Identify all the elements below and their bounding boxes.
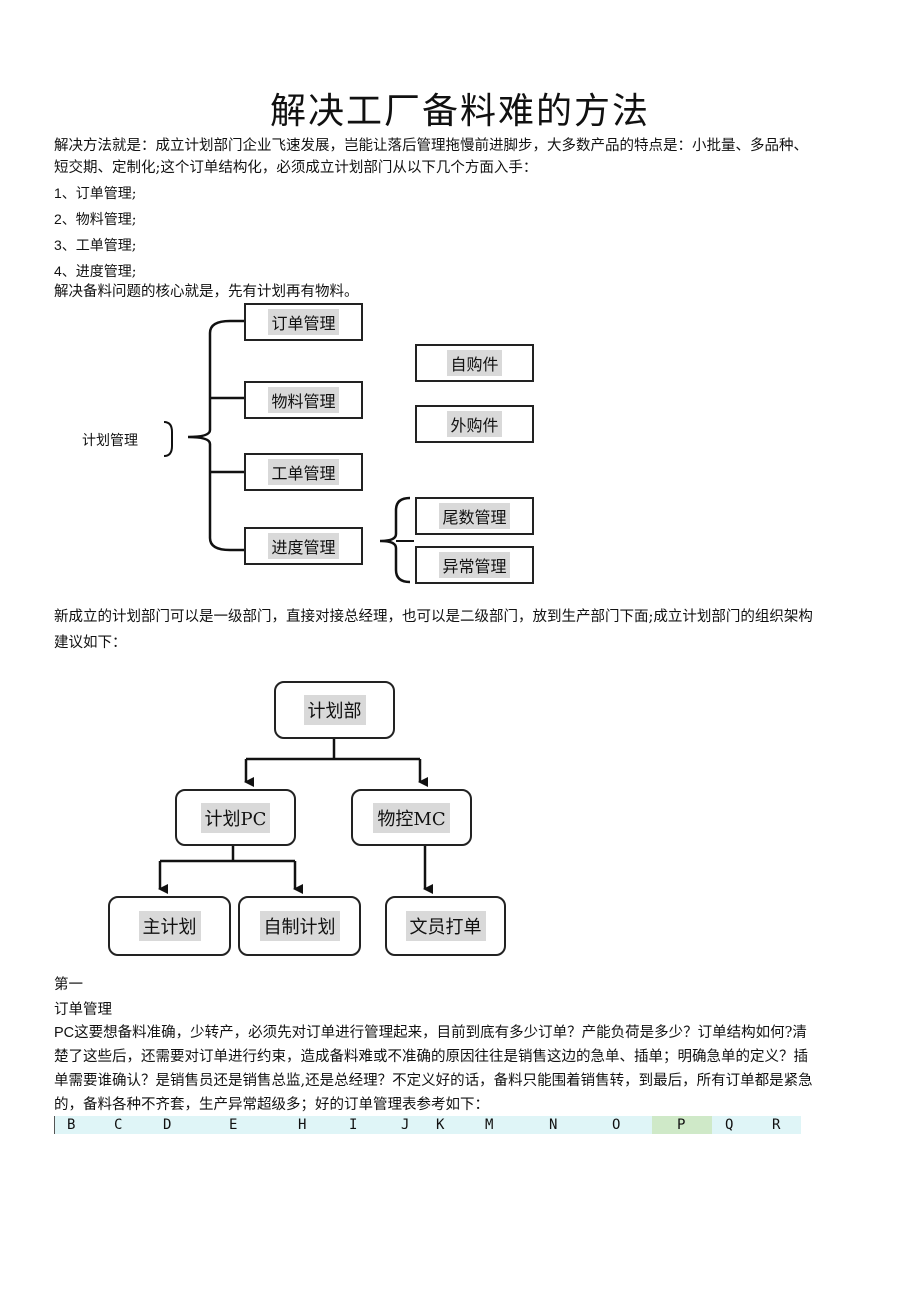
- table-col-header: C: [114, 1117, 123, 1133]
- list-item: 3、工单管理;: [54, 237, 137, 254]
- table-col-header: N: [549, 1117, 558, 1133]
- body-line-4: 的，备料各种不齐套，生产异常超级多；好的订单管理表参考如下：: [54, 1097, 489, 1113]
- box-order-management: 订单管理: [244, 303, 363, 341]
- box-remainder-management: 尾数管理: [415, 497, 534, 535]
- section-title: 订单管理: [54, 1002, 112, 1018]
- box-outsourced-purchase: 外购件: [415, 405, 534, 443]
- order-table-header: [54, 1116, 801, 1134]
- box-exception-management: 异常管理: [415, 546, 534, 584]
- body-line-3: 单需要谁确认？是销售员还是销售总监,还是总经理？不定义好的话，备料只能围着销售转…: [54, 1073, 813, 1089]
- table-col-header: O: [612, 1117, 621, 1133]
- table-header-highlight: [652, 1116, 712, 1134]
- org-node-pc: 计划PC: [175, 789, 296, 846]
- table-col-header: B: [67, 1117, 76, 1133]
- para2-line-2: 建议如下：: [54, 635, 127, 651]
- table-col-header: J: [401, 1117, 410, 1133]
- box-material-management: 物料管理: [244, 381, 363, 419]
- org-node-self-made-plan: 自制计划: [238, 896, 361, 956]
- body-line-2: 楚了这些后，还需要对订单进行约束，造成备料难或不准确的原因往往是销售这边的急单、…: [54, 1049, 808, 1065]
- diagram-root-label: 计划管理: [82, 433, 138, 449]
- org-node-mc: 物控MC: [351, 789, 472, 846]
- org-node-master-plan: 主计划: [108, 896, 231, 956]
- intro-line-2: 短交期、定制化;这个订单结构化，必须成立计划部门从以下几个方面入手：: [54, 160, 538, 176]
- para2-line-1: 新成立的计划部门可以是一级部门，直接对接总经理，也可以是二级部门，放到生产部门下…: [54, 609, 813, 625]
- intro-line-1: 解决方法就是：成立计划部门企业飞速发展，岂能让落后管理拖慢前进脚步，大多数产品的…: [54, 138, 808, 154]
- table-col-header: K: [436, 1117, 445, 1133]
- section-number: 第一: [54, 977, 83, 993]
- org-node-clerk-orders: 文员打单: [385, 896, 506, 956]
- table-col-header: M: [485, 1117, 494, 1133]
- box-self-purchase: 自购件: [415, 344, 534, 382]
- list-item: 4、进度管理;: [54, 263, 137, 280]
- table-col-header: D: [163, 1117, 172, 1133]
- list-item: 1、订单管理;: [54, 185, 137, 202]
- list-item: 2、物料管理;: [54, 211, 137, 228]
- table-col-header: P: [677, 1117, 686, 1133]
- table-col-header: R: [772, 1117, 781, 1133]
- table-col-header: I: [349, 1117, 358, 1133]
- box-work-order-management: 工单管理: [244, 453, 363, 491]
- box-progress-management: 进度管理: [244, 527, 363, 565]
- table-col-header: H: [298, 1117, 307, 1133]
- core-statement: 解决备料问题的核心就是，先有计划再有物料。: [54, 284, 359, 300]
- table-col-header: E: [229, 1117, 238, 1133]
- page-title: 解决工厂备料难的方法: [269, 91, 650, 132]
- table-col-header: Q: [725, 1117, 734, 1133]
- org-node-planning-dept: 计划部: [274, 681, 395, 739]
- body-line-1: PC这要想备料准确，少转产，必须先对订单进行管理起来，目前到底有多少订单？产能负…: [54, 1025, 807, 1041]
